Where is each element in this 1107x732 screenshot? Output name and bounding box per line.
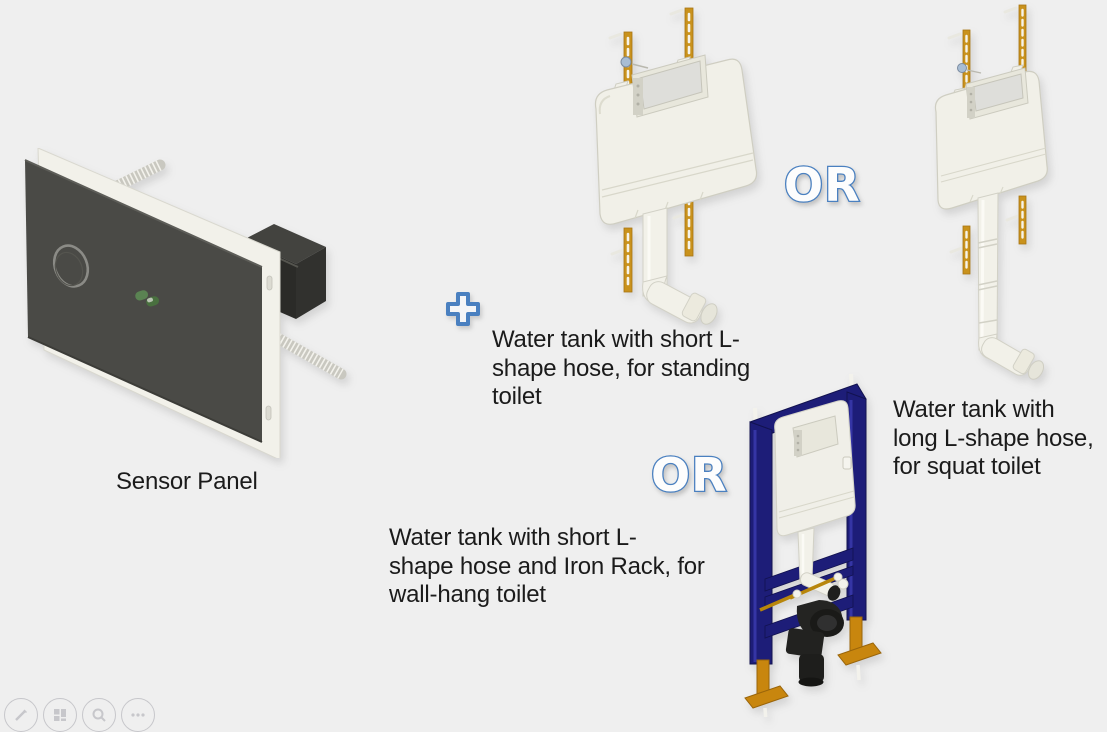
visual-search-button[interactable]	[82, 698, 116, 732]
sensor-panel-illustration	[24, 148, 347, 458]
caption-line: Water tank with	[893, 396, 1055, 423]
sensor-panel-label: Sensor Panel	[116, 468, 258, 495]
tank-seams	[601, 152, 754, 219]
or-connector-2: OR	[650, 447, 728, 504]
search-icon	[92, 708, 106, 722]
caption-line: long L-shape hose,	[893, 424, 1094, 452]
edit-button[interactable]	[4, 698, 38, 732]
tank-squat-caption: Water tank with long L-shape hose, for s…	[893, 396, 1094, 482]
caption-line: shape hose, for standing	[492, 354, 751, 382]
plus-icon	[446, 292, 480, 326]
caption-line: toilet	[492, 383, 542, 410]
flush-pipe-assembly	[797, 527, 849, 601]
tank-seams	[940, 147, 1047, 203]
tank-standing-illustration	[594, 7, 758, 325]
caption-line: shape hose and Iron Rack, for	[389, 552, 705, 580]
or-connector-1: OR	[783, 157, 861, 214]
sensor-panel-figure: Sensor Panel	[8, 148, 353, 495]
caption-line: for squat toilet	[893, 453, 1041, 480]
more-options-button[interactable]	[121, 698, 155, 732]
iron-rack-illustration	[744, 373, 882, 717]
edit-pencil-icon	[15, 709, 27, 721]
frame-slot-bottom	[265, 405, 272, 421]
panel-face	[25, 160, 262, 442]
sensor-ring-inner	[54, 251, 84, 287]
collage-button[interactable]	[43, 698, 77, 732]
inlet-valve	[620, 56, 649, 69]
coil-hose-bottom	[268, 330, 347, 380]
tank-standing-caption: Water tank with short L- shape hose, for…	[492, 326, 750, 412]
tank-wallhang-caption: Water tank with short L- shape hose and …	[389, 524, 705, 610]
or-1-text: OR	[784, 158, 861, 212]
frame-slot-top	[266, 275, 273, 291]
tank-squat-illustration	[934, 4, 1048, 380]
or-2-text: OR	[651, 448, 728, 502]
foot-left	[744, 659, 789, 717]
long-l-hose	[977, 192, 1045, 380]
inlet-valve	[957, 63, 982, 74]
tank-squat-figure: Water tank with long L-shape hose, for s…	[893, 0, 1094, 480]
collage-icon	[54, 709, 66, 721]
product-options-diagram: { "connectors": { "plus_icon": "plus", "…	[4, 0, 1094, 732]
caption-line: Water tank with short L-	[389, 524, 637, 551]
caption-line: Water tank with short L-	[492, 326, 740, 353]
led-indicators	[135, 290, 160, 307]
tank-body	[774, 400, 856, 537]
tank-standing-figure: Water tank with short L- shape hose, for…	[492, 4, 775, 410]
fixing-rods	[759, 572, 843, 612]
caption-line: wall-hang toilet	[389, 581, 546, 608]
short-l-hose	[642, 207, 718, 325]
foot-right	[837, 616, 882, 681]
tank-wallhang-figure: Water tank with short L- shape hose and …	[389, 372, 920, 717]
more-ellipsis-icon	[131, 713, 145, 717]
drain-elbow	[785, 600, 844, 687]
image-viewer-toolbar	[4, 698, 155, 732]
